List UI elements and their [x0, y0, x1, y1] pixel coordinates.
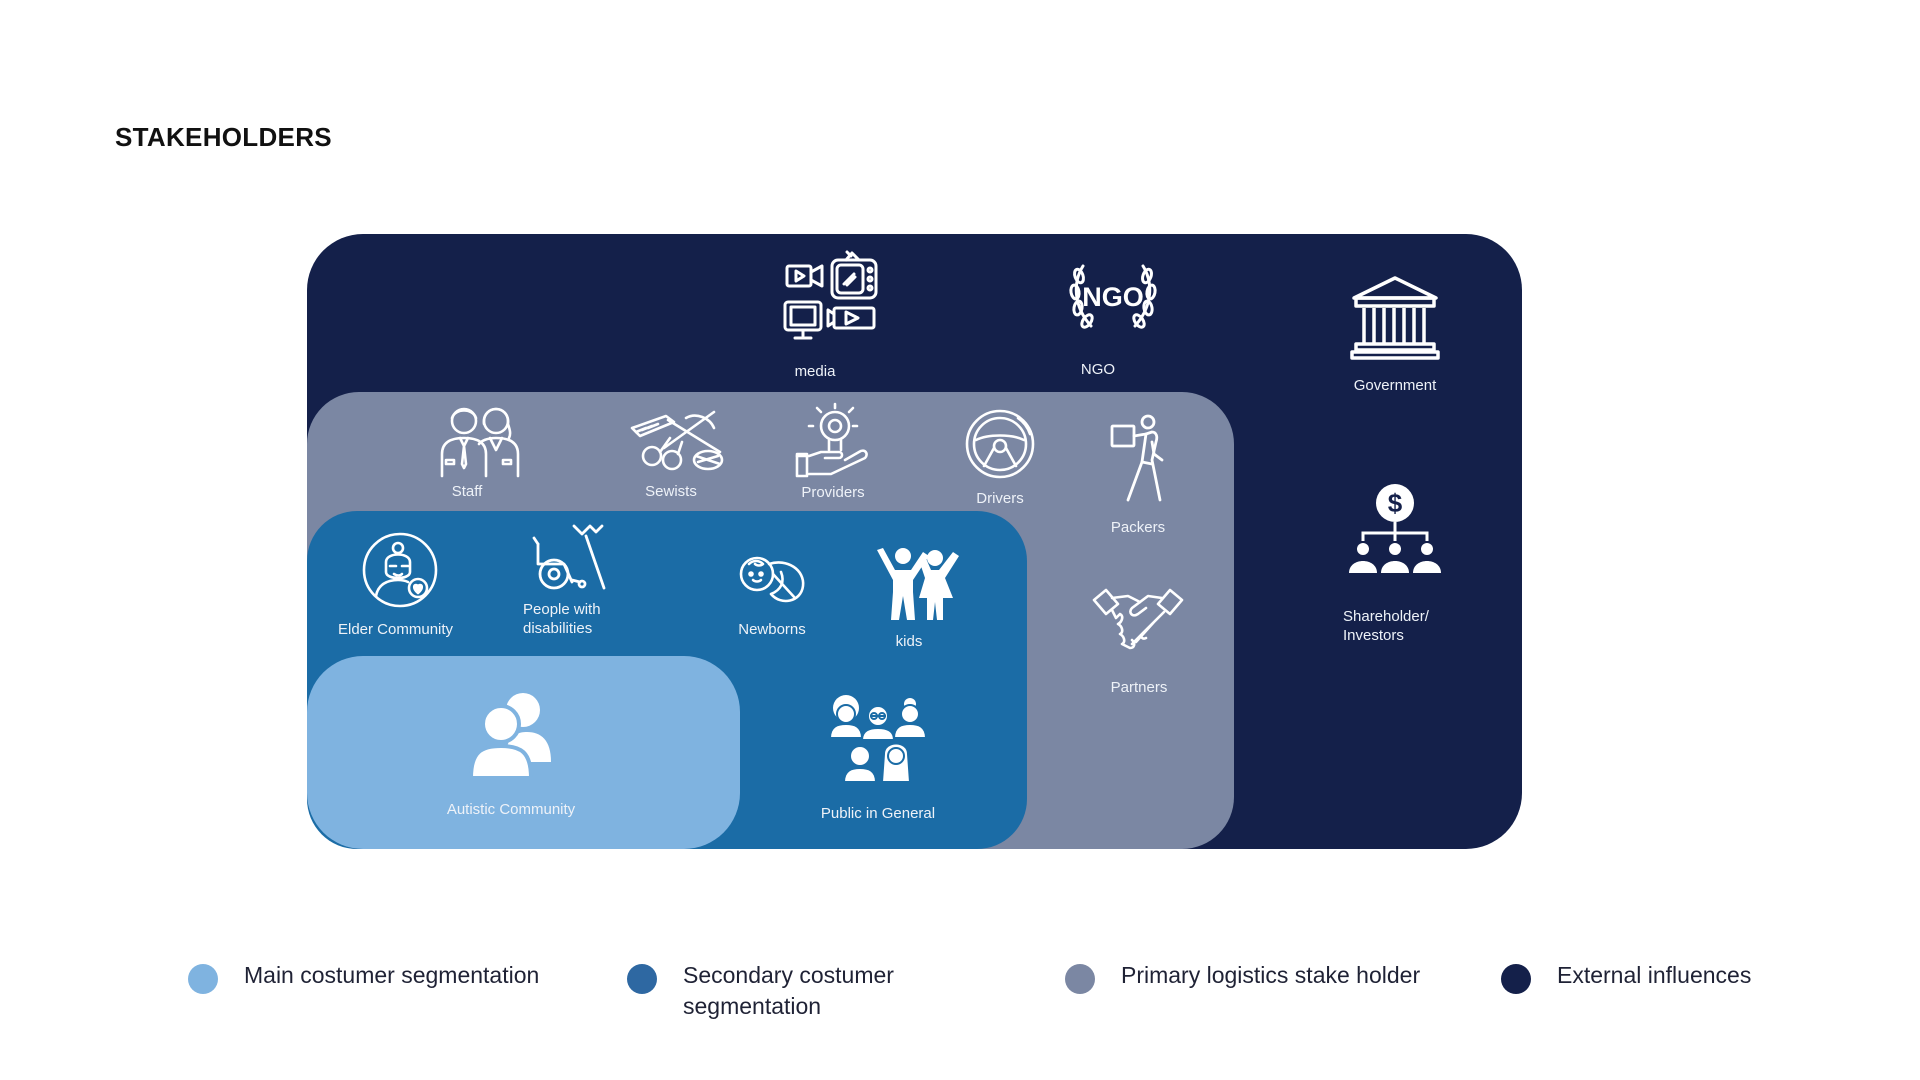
partners-label: Partners: [1110, 679, 1168, 696]
wheelchair-icon: [532, 524, 606, 590]
sewing-scissors-icon: [630, 410, 724, 471]
page-title: STAKEHOLDERS: [115, 122, 332, 152]
packers-label: Packers: [1110, 519, 1166, 536]
person-carrying-box-icon: [1110, 414, 1164, 502]
legend-label: External influences: [1557, 962, 1752, 988]
provider-hand-gear-icon: [795, 402, 868, 478]
handshake-icon: [1092, 588, 1184, 650]
svg-text:NGO: NGO: [1082, 282, 1144, 312]
shareholder-investors-icon: $: [1349, 484, 1441, 573]
legend-swatch: [1501, 964, 1531, 994]
stakeholder-ngo: NGO NGO: [1058, 258, 1168, 379]
staff-label: Staff: [451, 483, 483, 500]
drivers-label: Drivers: [976, 490, 1024, 507]
media-label: media: [794, 363, 836, 380]
legend-label: Secondary costumer segmentation: [683, 962, 894, 1019]
ngo-laurel-icon: NGO: [1069, 264, 1157, 329]
legend-item-secondary: Secondary costumer segmentation: [627, 960, 894, 1022]
legend-swatch: [1065, 964, 1095, 994]
legend: Main costumer segmentation Secondary cos…: [0, 960, 1920, 1040]
stakeholder-sewists: Sewists: [616, 408, 736, 501]
stakeholder-shareholder: $ Shareholder/ Investors: [1343, 483, 1445, 645]
stakeholder-newborns: Newborns: [722, 552, 822, 639]
steering-wheel-icon: [965, 409, 1035, 479]
legend-item-external: External influences: [1501, 960, 1751, 994]
staff-people-icon: [440, 407, 520, 478]
kids-label: kids: [895, 633, 923, 650]
stakeholder-drivers: Drivers: [950, 408, 1050, 508]
government-building-icon: [1350, 276, 1440, 360]
stakeholder-partners: Partners: [1088, 588, 1188, 697]
ngo-label: NGO: [1080, 361, 1116, 378]
stakeholder-providers: Providers: [783, 402, 883, 502]
stakeholder-packers: Packers: [1086, 412, 1186, 537]
newborns-label: Newborns: [738, 621, 806, 638]
people-disabilities-label: People with disabilities: [523, 601, 601, 637]
public-in-general-label: Public in General: [820, 805, 936, 822]
stakeholder-media: media: [775, 250, 885, 381]
autistic-community-label: Autistic Community: [446, 801, 576, 818]
legend-item-primary: Primary logistics stake holder: [1065, 960, 1420, 994]
government-label: Government: [1353, 377, 1437, 394]
legend-item-main: Main costumer segmentation: [188, 960, 539, 994]
legend-label: Main costumer segmentation: [244, 962, 540, 988]
legend-swatch: [627, 964, 657, 994]
diverse-public-icon: [828, 695, 928, 783]
shareholder-label: Shareholder/ Investors: [1343, 608, 1429, 644]
svg-text:$: $: [1388, 488, 1403, 518]
stakeholder-autistic-community: Autistic Community: [416, 690, 606, 819]
stakeholder-staff: Staff: [430, 404, 530, 501]
newborn-baby-icon: [739, 556, 805, 603]
stakeholder-public-in-general: Public in General: [793, 694, 963, 823]
media-devices-icon: [783, 250, 878, 340]
sewists-label: Sewists: [645, 483, 697, 500]
stakeholder-kids: kids: [868, 546, 968, 651]
legend-swatch: [188, 964, 218, 994]
community-people-icon: [468, 693, 551, 780]
legend-label: Primary logistics stake holder: [1121, 962, 1421, 988]
stakeholder-people-disabilities: People with disabilities: [520, 524, 620, 638]
stakeholder-elder-community: Elder Community: [338, 532, 453, 639]
elder-community-label: Elder Community: [338, 621, 454, 638]
providers-label: Providers: [801, 484, 865, 501]
stakeholder-government: Government: [1340, 274, 1450, 395]
kids-icon: [877, 548, 959, 620]
elder-person-icon: [362, 532, 438, 608]
